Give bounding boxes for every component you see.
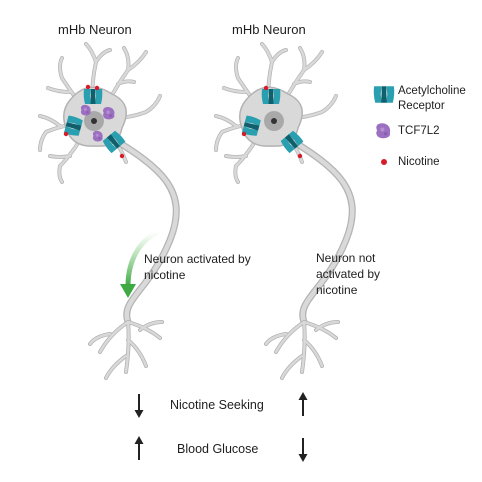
activation-arrow — [120, 229, 161, 298]
tcf7l2-icon — [80, 104, 91, 116]
legend-tcf7l2-label: TCF7L2 — [398, 125, 440, 137]
legend-nicotine-icon — [381, 159, 387, 165]
nicotine-dot — [94, 85, 100, 91]
nicotine-dot — [263, 85, 269, 91]
nicotine-dot — [119, 153, 125, 159]
nicotine-dot — [297, 153, 303, 159]
effect-blood-glucose-label: Blood Glucose — [177, 442, 259, 456]
arrow-up-icon — [298, 392, 308, 416]
effect-nicotine-seeking-label: Nicotine Seeking — [170, 398, 264, 412]
receptor-icon — [83, 89, 103, 104]
tcf7l2-icon — [103, 107, 115, 120]
effect-arrows — [134, 392, 308, 462]
legend-receptor-label: Acetylcholine Receptor — [398, 85, 466, 112]
neuron-right-status: Neuron not activated by nicotine — [316, 251, 381, 297]
nicotine-dot — [241, 131, 247, 137]
neuron-right-title: mHb Neuron — [232, 22, 306, 37]
arrow-down-icon — [134, 394, 144, 418]
legend-receptor-icon — [373, 86, 395, 103]
neuron-left-status: Neuron activated by nicotine — [144, 252, 251, 282]
tcf7l2-icon — [92, 130, 103, 142]
arrow-up-icon — [134, 436, 144, 460]
neuron-right — [214, 42, 356, 380]
nicotine-dot — [63, 131, 69, 137]
neuron-left — [38, 42, 180, 380]
neuron-left-title: mHb Neuron — [58, 22, 132, 37]
receptor-icon — [261, 89, 281, 104]
nicotine-dot — [85, 84, 91, 90]
legend-tcf7l2-icon — [376, 123, 391, 139]
legend-nicotine-label: Nicotine — [398, 156, 440, 168]
arrow-down-icon — [298, 438, 308, 462]
